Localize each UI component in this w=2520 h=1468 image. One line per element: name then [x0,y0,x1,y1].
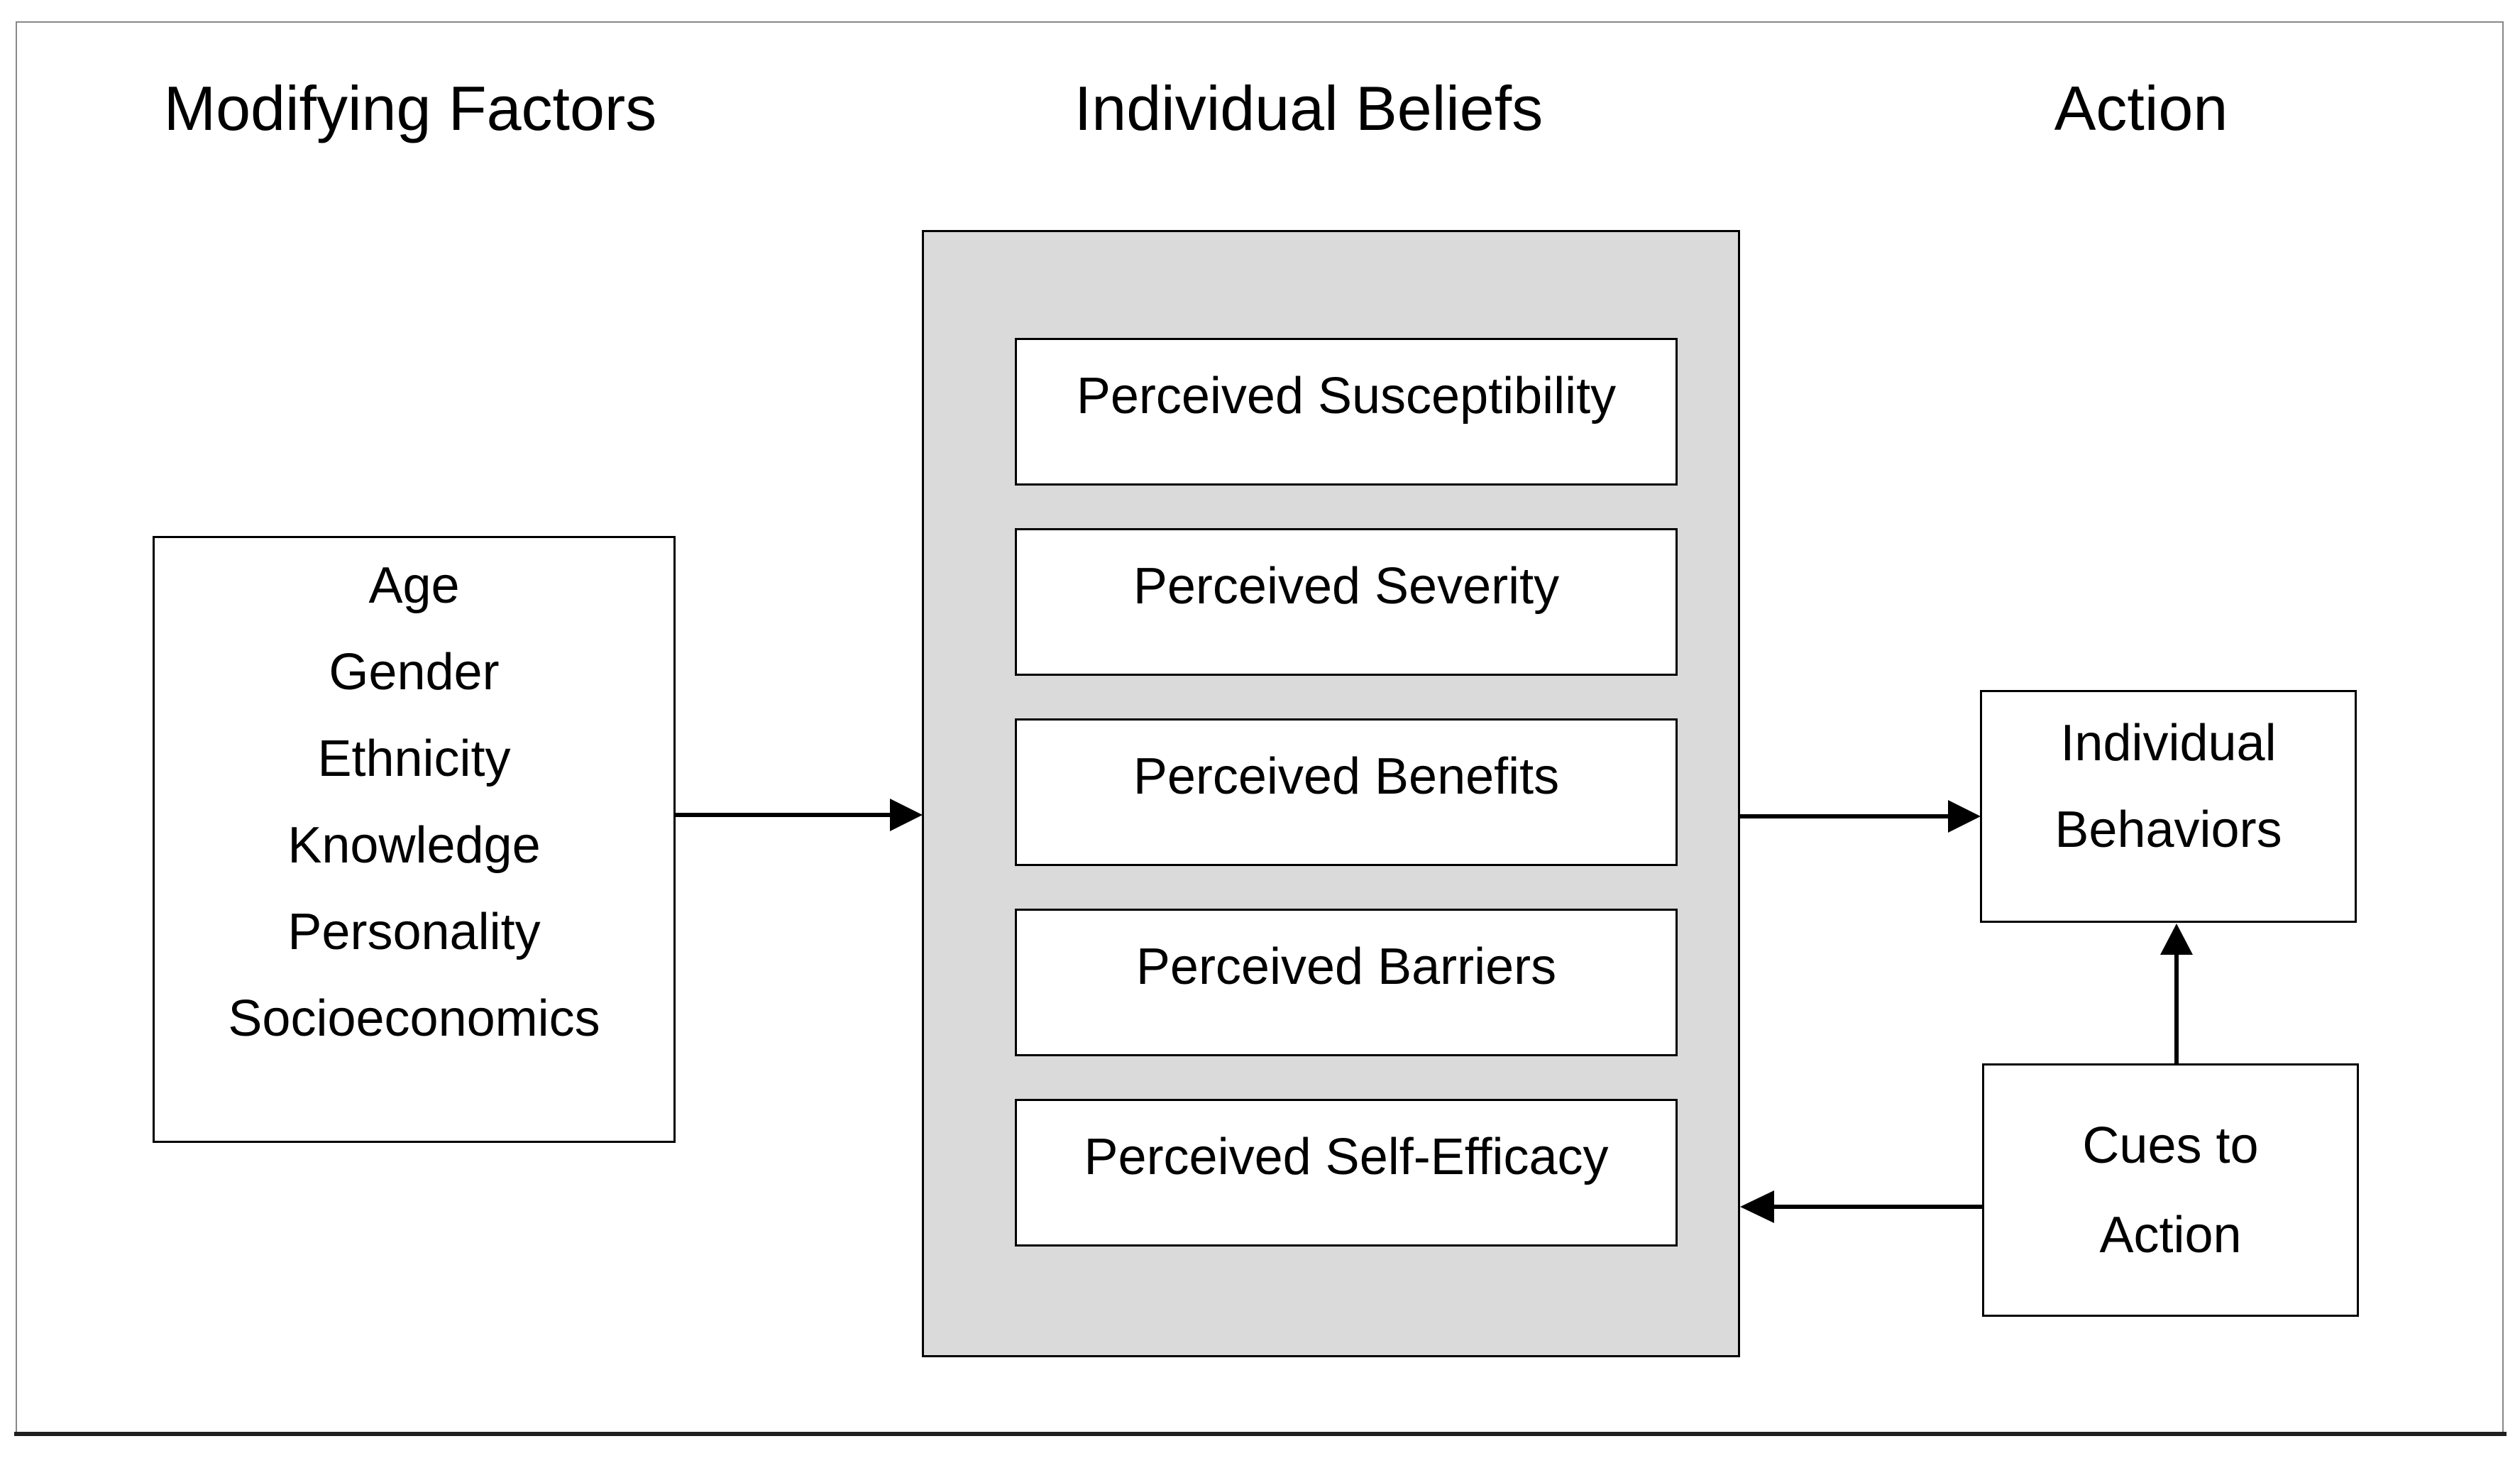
column-header-action: Action [2054,73,2228,143]
modifying-factor-knowledge: Knowledge [287,817,541,874]
column-header-individual-beliefs: Individual Beliefs [1074,73,1544,143]
modifying-factor-personality: Personality [287,904,541,960]
belief-box-perceived-self-efficacy: Perceived Self-Efficacy [1015,1099,1678,1247]
modifying-factor-age: Age [368,557,460,614]
cues-to-action-box: Cues to Action [1982,1063,2359,1317]
belief-box-perceived-severity: Perceived Severity [1015,528,1678,676]
individual-behaviors-line2: Behaviors [2054,801,2282,858]
belief-box-perceived-benefits: Perceived Benefits [1015,718,1678,866]
modifying-factor-socioeconomics: Socioeconomics [228,990,600,1047]
arrow-shaft [2174,955,2179,1065]
cues-to-action-line1: Cues to [2082,1117,2259,1174]
arrow-head-right-icon [890,799,923,831]
arrow-shaft [1774,1205,1983,1209]
arrow-shaft [1740,814,1948,818]
modifying-factors-box: Age Gender Ethnicity Knowledge Personali… [153,536,676,1143]
belief-box-perceived-barriers: Perceived Barriers [1015,909,1678,1056]
modifying-factor-gender: Gender [329,644,500,701]
arrow-head-left-icon [1740,1190,1774,1223]
arrow-head-right-icon [1948,800,1981,833]
individual-behaviors-line1: Individual [2060,715,2277,772]
individual-behaviors-box: Individual Behaviors [1980,690,2357,923]
column-header-modifying-factors: Modifying Factors [163,73,657,143]
belief-box-perceived-susceptibility: Perceived Susceptibility [1015,338,1678,486]
diagram-bottom-rule [14,1432,2507,1436]
arrow-shaft [676,813,890,817]
cues-to-action-line2: Action [2099,1206,2242,1264]
arrow-head-up-icon [2160,924,2193,955]
modifying-factor-ethnicity: Ethnicity [317,730,511,787]
